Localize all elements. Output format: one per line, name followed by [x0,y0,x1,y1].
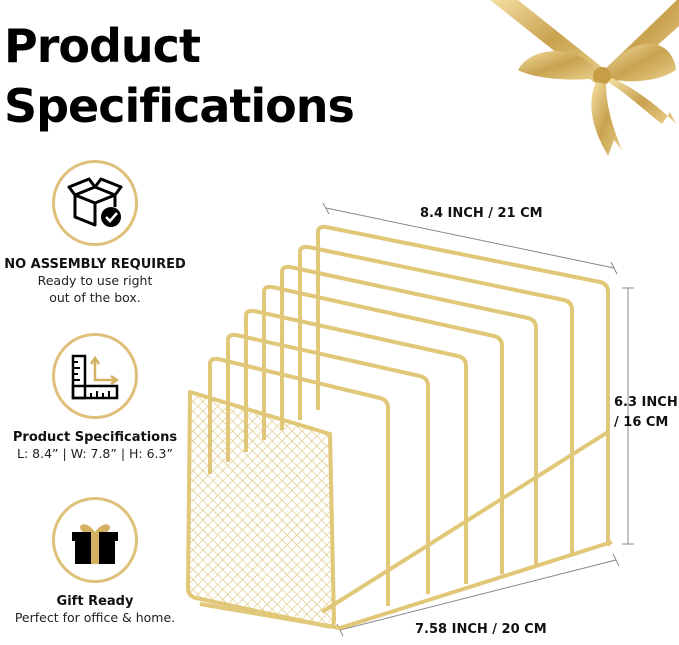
box-check-icon [67,177,123,227]
page-title: Product Specifications [4,16,355,136]
feature-desc-line: Perfect for office & home. [14,610,176,625]
feature-title: Gift Ready [56,594,134,609]
feature-specifications: Product Specifications L: 8.4” | W: 7.8”… [0,333,190,462]
ribbon-bow-icon [490,0,679,156]
feature-desc-line: out of the box. [49,290,141,305]
feature-desc-line: L: 8.4” | W: 7.8” | H: 6.3” [17,446,173,461]
gift-icon [72,524,118,564]
ruler-icon [71,354,120,400]
dimension-width-label: 8.4 INCH / 21 CM [420,206,543,221]
feature-gift-ready: Gift Ready Perfect for office & home. [0,497,190,626]
title-line-2: Specifications [4,79,355,133]
dimension-depth-label: 7.58 INCH / 20 CM [415,622,547,637]
feature-title: Product Specifications [12,430,178,445]
feature-title: NO ASSEMBLY REQUIRED [4,257,186,272]
dimension-height-line-2: / 16 CM [614,415,669,430]
dimension-height-line-1: 6.3 INCH [614,395,678,410]
feature-desc-line: Ready to use right [37,273,153,288]
feature-ring [52,333,138,419]
dimension-height-label: 6.3 INCH / 16 CM [614,393,678,433]
feature-ring [52,160,138,246]
file-organizer-image [186,202,634,637]
title-line-1: Product [4,19,201,73]
feature-ring [52,497,138,583]
feature-no-assembly: NO ASSEMBLY REQUIRED Ready to use right … [0,160,190,306]
